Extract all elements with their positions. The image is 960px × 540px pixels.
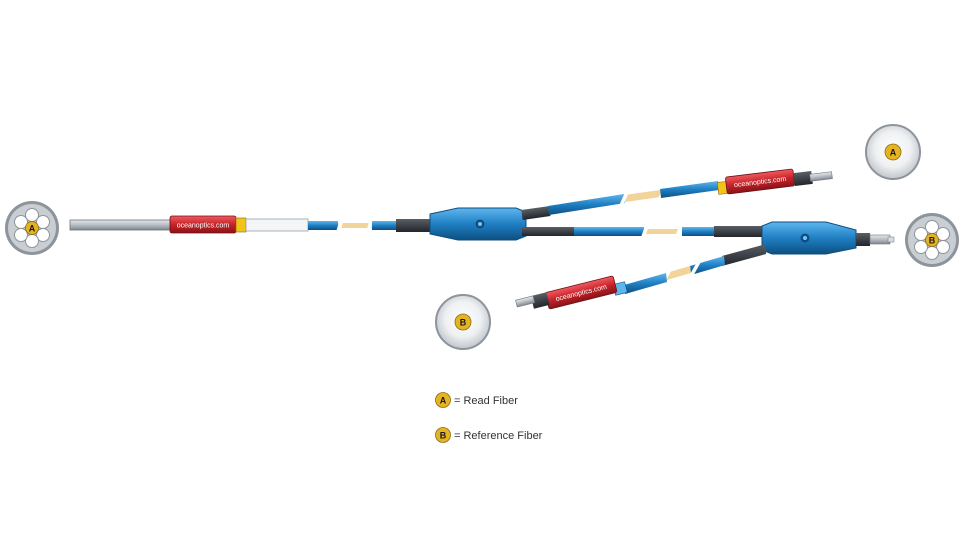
- legend-read-fiber: A = Read Fiber: [435, 392, 518, 408]
- svg-text:= Read Fiber: = Read Fiber: [454, 395, 518, 407]
- reference-end-face: B: [435, 294, 491, 350]
- common-end-face: A: [5, 201, 59, 255]
- svg-text:B: B: [929, 236, 936, 246]
- svg-text:A: A: [440, 396, 447, 406]
- read-leg: oceanoptics.com: [548, 168, 833, 215]
- breakout-1: [429, 206, 574, 241]
- reference-fiber-marker: [925, 233, 939, 247]
- svg-text:B: B: [440, 431, 447, 441]
- link-cable: [574, 223, 764, 240]
- svg-text:A: A: [890, 148, 897, 158]
- common-leg: oceanoptics.com: [69, 215, 430, 234]
- read-end-face: A: [865, 124, 921, 180]
- combined-end-face: B: [905, 213, 959, 267]
- svg-text:B: B: [460, 318, 467, 328]
- breakout-2: [761, 221, 895, 255]
- reference-leg: oceanoptics.com: [515, 244, 766, 310]
- legend-reference-fiber: B = Reference Fiber: [435, 427, 543, 443]
- svg-text:A: A: [29, 224, 36, 234]
- legend: A = Read Fiber B = Reference Fiber: [435, 392, 543, 443]
- svg-text:= Reference Fiber: = Reference Fiber: [454, 430, 543, 442]
- read-fiber-marker: [25, 221, 39, 235]
- svg-text:oceanoptics.com: oceanoptics.com: [177, 223, 230, 230]
